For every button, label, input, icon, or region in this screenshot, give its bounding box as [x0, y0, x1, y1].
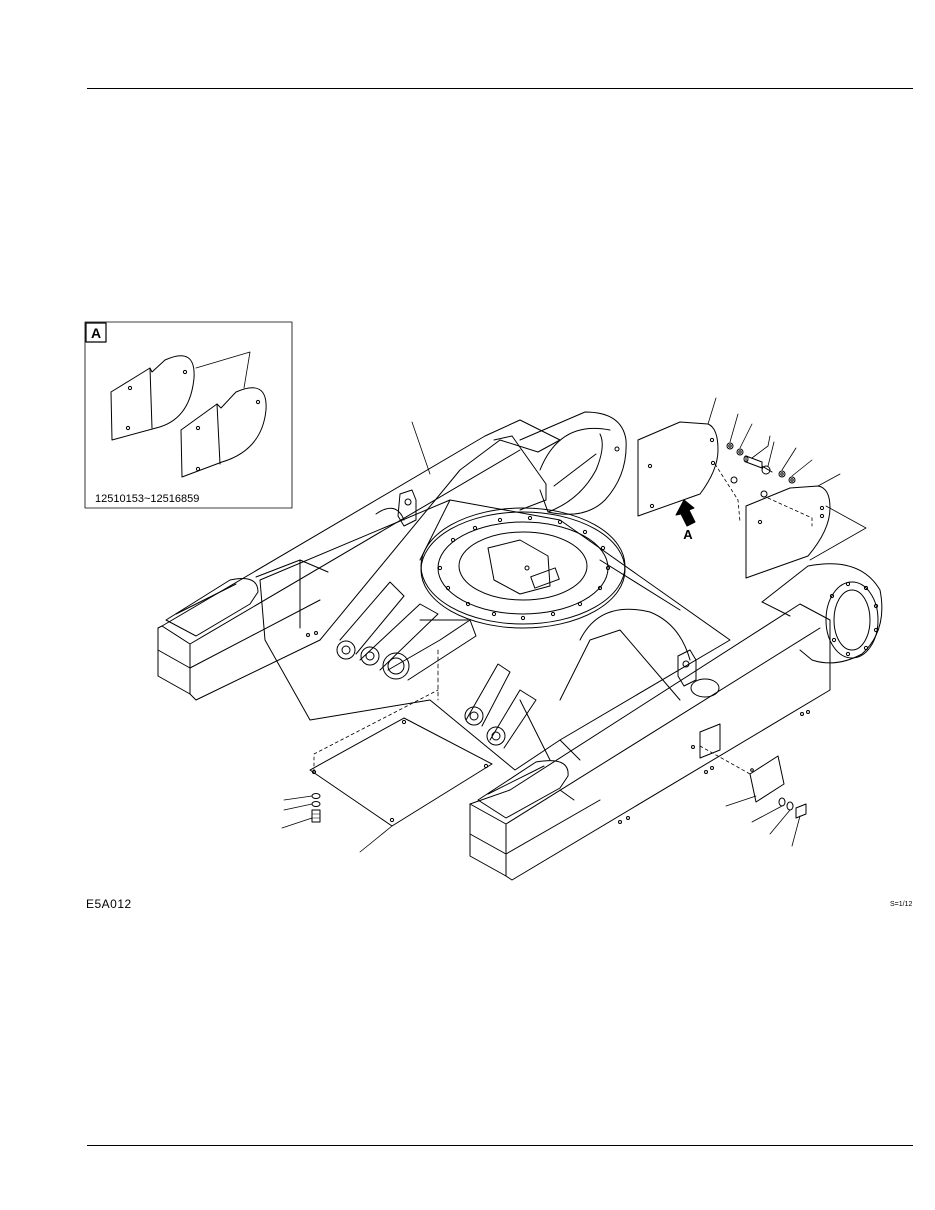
figure-scale: S=1/12 [890, 901, 913, 908]
frame-callout-leader [411, 421, 431, 475]
detail-view-badge [85, 322, 107, 343]
detail-view-frame [84, 321, 293, 509]
rear-cross-member [519, 608, 691, 761]
motor-cover-upper [637, 421, 741, 523]
track-frame-assembly [157, 411, 883, 881]
detail-serial-range: 12510153~12516859 [95, 493, 199, 505]
upper-anchor-bracket [375, 489, 417, 527]
travel-motor-housing-right [761, 563, 883, 664]
under-cover-plate [309, 689, 493, 853]
callout-leaders-upper [707, 397, 867, 561]
dozer-arm-right [464, 663, 537, 749]
side-inspection-cover [699, 745, 807, 847]
detail-view-a: A 12510153~12516859 [84, 321, 293, 509]
figure-code: E5A012 [86, 897, 132, 911]
center-body [259, 499, 731, 771]
view-arrow-label: A [683, 527, 693, 542]
footer-rule [87, 1145, 913, 1146]
under-cover-hardware [281, 793, 321, 829]
left-side-frame [157, 419, 561, 701]
header-rule [87, 88, 913, 89]
dozer-arm-left [336, 581, 477, 681]
detail-cover-plate-left [110, 355, 195, 441]
lower-anchor-bracket [677, 649, 720, 698]
cover-hardware-stack [726, 442, 796, 498]
travel-motor-housing-left [493, 411, 627, 515]
detail-view-label: A [91, 325, 101, 341]
detail-leader-lines [195, 351, 251, 389]
right-side-frame [469, 603, 831, 881]
swing-bearing-ring [420, 507, 626, 629]
detail-cover-plate-right [180, 387, 267, 478]
view-arrow-a: A [675, 499, 696, 542]
